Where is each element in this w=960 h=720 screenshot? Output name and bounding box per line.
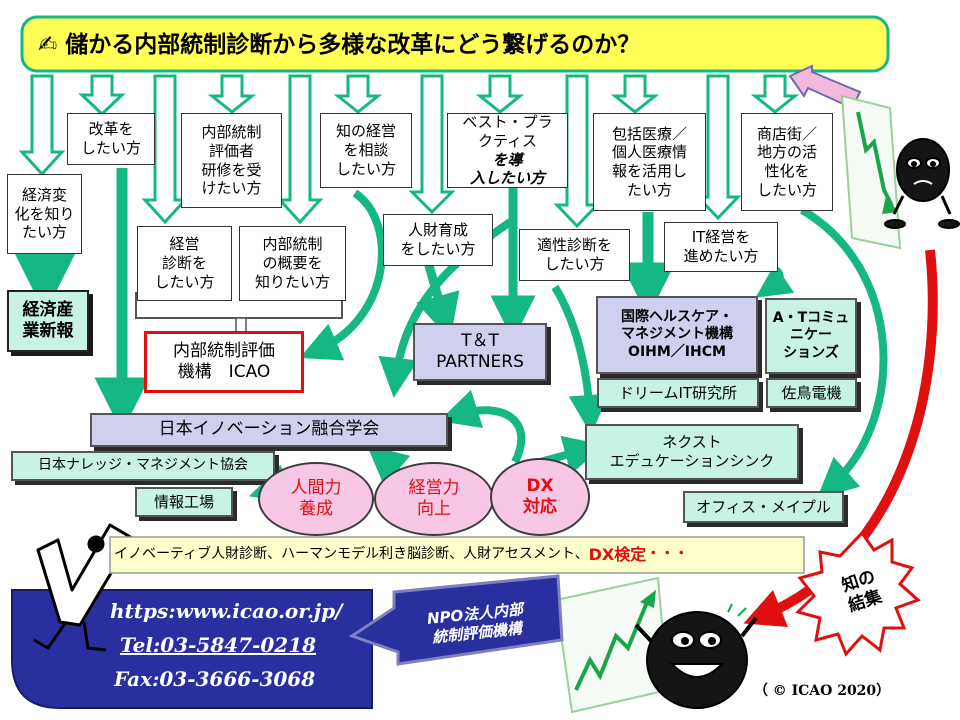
audience-shopping: 商店街／ 地方の活 性化を したい方 [741, 113, 833, 211]
title-arrows [18, 74, 800, 229]
org-joho: 情報工場 [135, 487, 233, 517]
org-meti: 経済産 業新報 [7, 290, 89, 352]
contact-tel[interactable]: Tel:03-5847-0218 [120, 632, 317, 657]
npo-arrow-shape [348, 574, 564, 666]
rising-chart-graphic [554, 576, 670, 714]
audience-ic-overview: 内部統制 の概要を 知りたい方 [239, 226, 346, 301]
contact-panel-shape [11, 589, 373, 709]
happy-character [634, 603, 758, 709]
service-banner: イノベーティブ人財診断、ハーマンモデル利き脳診断、人財アセスメント、DX検定・・… [114, 545, 689, 564]
audience-management: 経営 診断を したい方 [137, 226, 232, 301]
audience-aptitude: 適性診断を したい方 [519, 229, 630, 281]
org-office: オフィス・メイプル [683, 491, 844, 523]
curve-knowledge-icao [299, 189, 386, 361]
audience-economy: 経済変 化を知り たい方 [7, 174, 82, 254]
bubble-human-skill: 人間力 養成 [258, 462, 374, 536]
audience-hr: 人財育成 をしたい方 [383, 214, 493, 266]
contact-url[interactable]: https:www.icao.or.jp/ [110, 598, 343, 623]
audience-best-practice: ベスト・プラ クティス を導 入したい方 [447, 113, 568, 188]
curve-dx-jiif [438, 389, 526, 464]
falling-chart-graphic [840, 94, 902, 250]
banner-bg [109, 536, 805, 574]
burst-shape [795, 530, 921, 657]
curve-shopping-office [799, 206, 888, 499]
worried-character [884, 138, 960, 229]
org-dream: ドリームIT研究所 [597, 378, 759, 408]
bubble-management-skill: 経営力 向上 [374, 462, 494, 536]
curve-aptitude-next [551, 284, 609, 435]
bubble-dx: DX 対応 [490, 458, 590, 536]
arrow-hr-tt [416, 260, 460, 340]
contact-fax: Fax:03-3666-3068 [114, 666, 316, 691]
title-pill [20, 15, 890, 73]
org-jiif: 日本イノベーション融合学会 [90, 413, 448, 447]
audience-it: IT経営を 進めたい方 [664, 222, 778, 272]
org-jkm: 日本ナレッジ・マネジメント協会 [11, 451, 275, 481]
audience-medical: 包括医療／ 個人医療情 報を活用し たい方 [593, 113, 706, 211]
audience-knowledge: 知の経営 を相談 したい方 [320, 113, 412, 188]
org-sadori: 佐鳥電機 [766, 378, 857, 408]
check-logo-figure [33, 523, 134, 652]
audience-training: 内部統制 評価者 研修を受 けたい方 [181, 113, 282, 208]
org-oihm: 国際ヘルスケア・ マネジメント機構 OIHM／IHCM [596, 296, 758, 374]
org-icao: 内部統制評価 機構 ICAO [144, 331, 304, 393]
org-at: A・Tコミュ ニケー ションズ [765, 298, 857, 374]
audience-reform: 改革を したい方 [67, 113, 155, 165]
org-next: ネクスト エデュケーションシンク [585, 424, 799, 480]
org-tt: T＆T PARTNERS [413, 323, 547, 381]
dx-exam-highlight: DX検定 [588, 545, 647, 564]
copyright: （ © ICAO 2020） [753, 683, 891, 700]
page-title: ✍ 儲かる内部統制診断から多様な改革にどう繋げるのか？ [38, 31, 641, 58]
